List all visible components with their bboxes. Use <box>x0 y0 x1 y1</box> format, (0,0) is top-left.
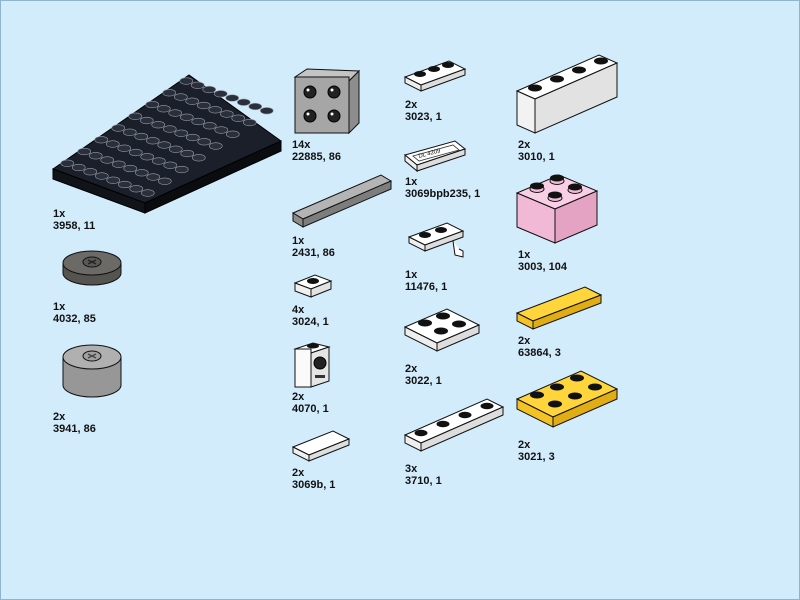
part-code-text: 63864, 3 <box>518 347 561 359</box>
part-label-4070: 2x 4070, 1 <box>292 391 329 415</box>
part-code-text: 11476, 1 <box>405 281 448 293</box>
part-label-3003: 1x 3003, 104 <box>518 249 567 273</box>
quantity-text: 2x <box>518 439 531 451</box>
part-code-text: 3941, 86 <box>53 423 96 435</box>
part-code-text: 3024, 1 <box>292 316 329 328</box>
quantity-text: 2x <box>292 391 305 403</box>
tile-1x4-grey-image <box>291 173 395 231</box>
quantity-text: 2x <box>53 411 66 423</box>
part-label-4032: 1x 4032, 85 <box>53 301 96 325</box>
part-code-text: 3958, 11 <box>53 220 96 232</box>
part-label-3021: 2x 3021, 3 <box>518 439 555 463</box>
quantity-text: 1x <box>53 208 66 220</box>
part-code-text: 22885, 86 <box>292 151 341 163</box>
quantity-text: 2x <box>405 99 418 111</box>
quantity-text: 14x <box>292 139 311 151</box>
plate-2x2-white-image <box>403 307 483 357</box>
brick-1x1-headlight-white-image <box>293 341 337 389</box>
part-label-11476: 1x 11476, 1 <box>405 269 447 293</box>
part-label-3069b: 2x 3069b, 1 <box>292 467 335 491</box>
plate-1x1-white-image <box>293 273 335 303</box>
brick-1x4-white-image <box>515 53 623 137</box>
part-code-text: 3069bpb235, 1 <box>405 188 481 200</box>
part-label-3069bpb235: 1x 3069bpb235, 1 <box>405 176 480 200</box>
plate-1x3-white-image <box>403 57 469 97</box>
part-code-text: 3003, 104 <box>518 261 567 273</box>
quantity-text: 2x <box>405 363 418 375</box>
round-brick-2x2-grey-image <box>61 341 125 403</box>
plate-1x4-white-image <box>403 397 507 459</box>
part-label-3010: 2x 3010, 1 <box>518 139 555 163</box>
quantity-text: 1x <box>405 176 418 188</box>
quantity-text: 2x <box>292 467 305 479</box>
quantity-text: 1x <box>53 301 66 313</box>
part-label-3941: 2x 3941, 86 <box>53 411 96 435</box>
quantity-text: 3x <box>405 463 418 475</box>
brick-2x2-pink-image <box>515 173 601 245</box>
brick-2x2-studs-on-side-grey-image <box>293 67 365 137</box>
part-label-3958: 1x 3958, 11 <box>53 208 95 232</box>
quantity-text: 4x <box>292 304 305 316</box>
part-code-text: 3022, 1 <box>405 375 442 387</box>
round-plate-2x2-dark-grey-image <box>61 249 125 291</box>
part-code-text: 4070, 1 <box>292 403 329 415</box>
part-label-3024: 4x 3024, 1 <box>292 304 329 328</box>
quantity-text: 1x <box>405 269 418 281</box>
plate-2x3-yellow-image <box>515 369 623 433</box>
part-code-text: 4032, 85 <box>53 313 96 325</box>
part-label-3022: 2x 3022, 1 <box>405 363 442 387</box>
part-code-text: 3710, 1 <box>405 475 442 487</box>
part-code-text: 3010, 1 <box>518 151 555 163</box>
plate-1x2-clip-white-image <box>407 221 473 265</box>
part-code-text: 3069b, 1 <box>292 479 336 491</box>
part-label-3023: 2x 3023, 1 <box>405 99 442 123</box>
quantity-text: 2x <box>518 335 531 347</box>
plate-8x8-black-image <box>51 53 291 214</box>
part-code-text: 3021, 3 <box>518 451 555 463</box>
quantity-text: 1x <box>292 235 305 247</box>
tile-1x2-white-image <box>291 429 355 465</box>
print-text: DL 4209 <box>418 148 442 160</box>
part-code-text: 3023, 1 <box>405 111 442 123</box>
quantity-text: 2x <box>518 139 531 151</box>
quantity-text: 1x <box>518 249 531 261</box>
part-label-2431: 1x 2431, 86 <box>292 235 335 259</box>
part-label-3710: 3x 3710, 1 <box>405 463 442 487</box>
tile-1x3-yellow-image <box>515 285 607 335</box>
part-code-text: 2431, 86 <box>292 247 335 259</box>
tile-printed-white-image: DL 4209 <box>403 139 469 175</box>
part-label-22885: 14x 22885, 86 <box>292 139 341 163</box>
part-label-63864: 2x 63864, 3 <box>518 335 561 359</box>
